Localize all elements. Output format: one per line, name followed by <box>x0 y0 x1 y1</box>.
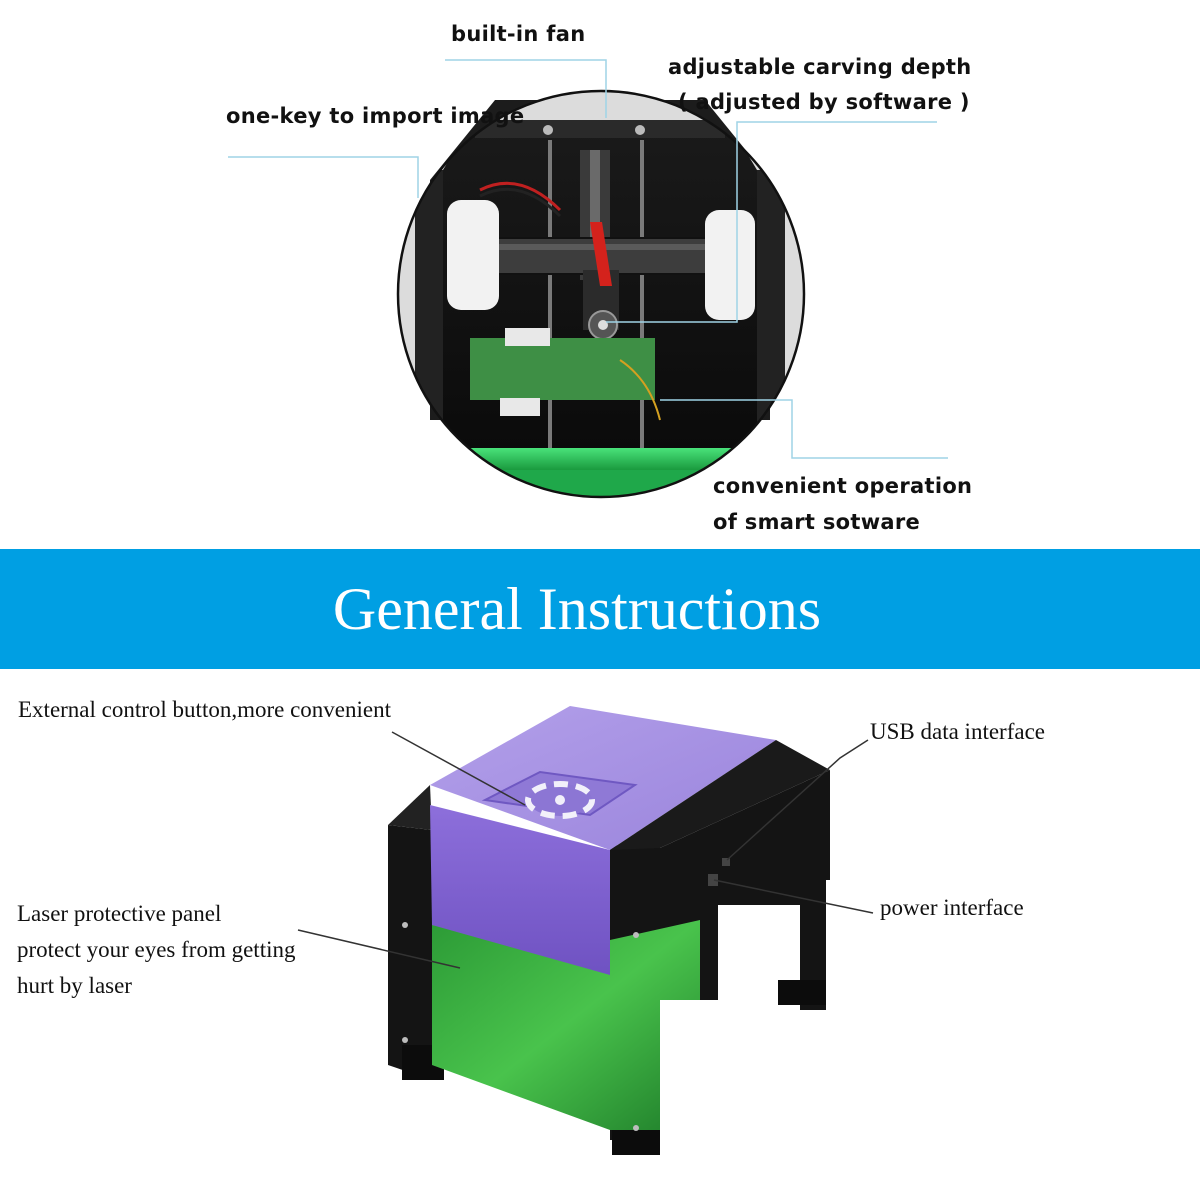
bottom-leader-lines <box>297 731 874 969</box>
section-banner: General Instructions <box>0 549 1200 669</box>
interior-illustration <box>228 59 948 499</box>
machine-frame <box>388 770 830 1155</box>
laser-protective-panel <box>432 920 700 1130</box>
machine-front-panel <box>430 805 610 975</box>
machine-lid <box>430 706 776 850</box>
banner-title: General Instructions <box>332 575 822 642</box>
callout-power-interface: power interface <box>880 895 1024 920</box>
callout-convenient-operation: convenient operation <box>713 474 973 498</box>
callout-carving-depth-note: ( adjusted by software ) <box>678 90 970 114</box>
callout-protective-panel: Laser protective panel <box>17 901 222 926</box>
callout-usb-interface: USB data interface <box>870 719 1045 744</box>
callout-carving-depth: adjustable carving depth <box>668 55 972 79</box>
callout-built-in-fan: built-in fan <box>451 22 586 46</box>
callout-protect-eyes: protect your eyes from getting <box>17 937 296 962</box>
callout-smart-software: of smart sotware <box>713 510 921 534</box>
control-button-icon <box>525 781 595 819</box>
top-leader-lines <box>228 59 948 459</box>
callout-external-control: External control button,more convenient <box>18 697 391 722</box>
callout-hurt-by-laser: hurt by laser <box>17 973 132 998</box>
callout-import-image: one-key to import image <box>226 104 525 128</box>
